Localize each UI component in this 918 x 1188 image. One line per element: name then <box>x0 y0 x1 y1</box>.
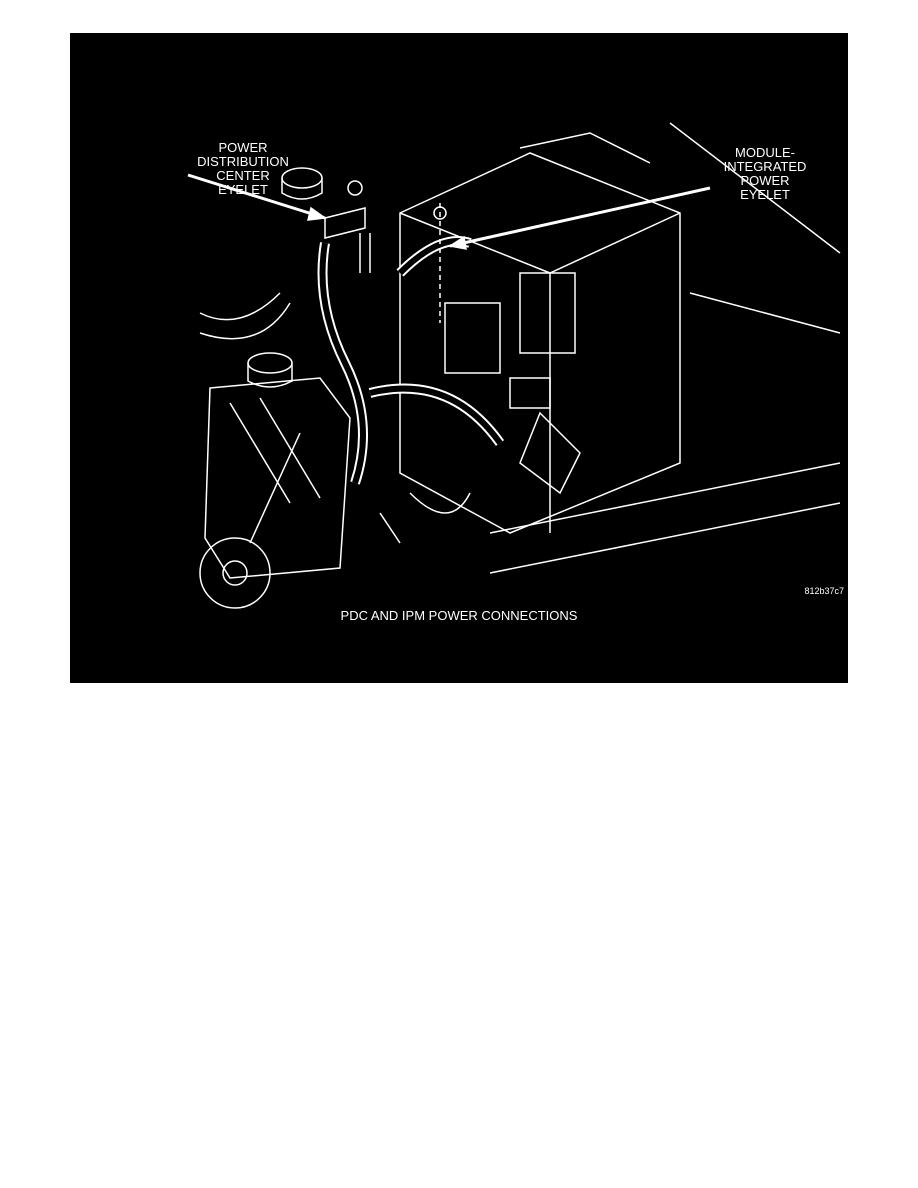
figure-caption: PDC AND IPM POWER CONNECTIONS <box>340 608 578 623</box>
pdc-eyelet-label: POWER DISTRIBUTION CENTER EYELET <box>197 140 289 197</box>
engine-compartment-illustration <box>187 122 841 609</box>
ipm-eyelet-label: MODULE- INTEGRATED POWER EYELET <box>723 145 807 202</box>
figure-id: 812b37c7 <box>804 586 844 596</box>
figure-pdc-ipm-power-connections: POWER DISTRIBUTION CENTER EYELET MODULE-… <box>70 33 848 683</box>
